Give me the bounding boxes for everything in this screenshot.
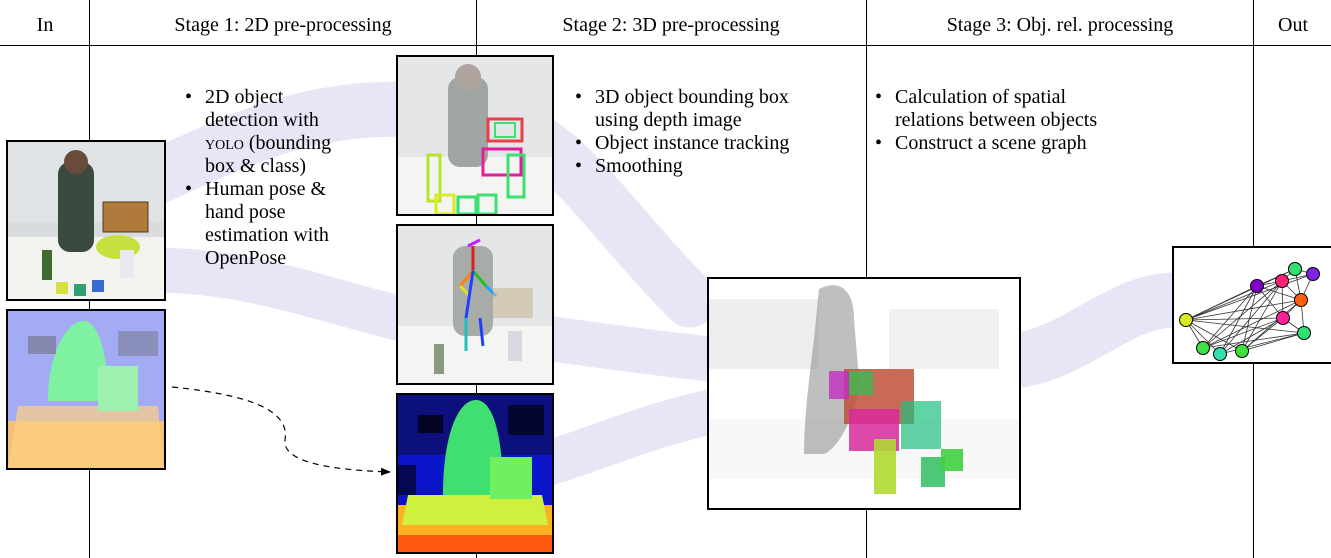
column-header-stage2: Stage 2: 3D pre-processing: [562, 14, 780, 36]
stage2-bullet-list: 3D object bounding box using depth image…: [570, 86, 860, 178]
stage2-bullet-smoothing: Smoothing: [570, 155, 860, 178]
graph-node: [1288, 262, 1302, 276]
detection-image: [396, 55, 554, 216]
stage3-bullet-list: Calculation of spatial relations between…: [870, 86, 1160, 155]
scene-graph-output: [1172, 246, 1331, 364]
graph-node: [1179, 313, 1193, 327]
input-rgb-image: [6, 140, 166, 301]
stage2-bullet-bbox: 3D object bounding box using depth image: [570, 86, 860, 132]
stage3-bullet-scene-graph: Construct a scene graph: [870, 132, 1160, 155]
stage1-bullet-pose: Human pose & hand pose estimation with O…: [180, 178, 380, 270]
depth-image-stage2: [396, 393, 554, 554]
graph-node: [1213, 347, 1227, 361]
column-header-out: Out: [1278, 14, 1308, 36]
graph-node: [1276, 311, 1290, 325]
stage1-bullet-detection: 2D object detection with yolo (bounding …: [180, 86, 380, 178]
graph-node: [1306, 267, 1320, 281]
graph-node: [1297, 326, 1311, 340]
graph-node: [1275, 274, 1289, 288]
point-cloud-3d-boxes: [707, 277, 1021, 510]
graph-node: [1196, 341, 1210, 355]
column-header-stage3: Stage 3: Obj. rel. processing: [946, 14, 1174, 36]
yolo-label: yolo: [205, 132, 244, 154]
graph-node: [1250, 279, 1264, 293]
column-header-stage1: Stage 1: 2D pre-processing: [174, 14, 392, 36]
graph-node: [1235, 344, 1249, 358]
graph-node: [1294, 293, 1308, 307]
pose-image: [396, 224, 554, 385]
header-divider: [0, 45, 1331, 46]
stage1-bullet-list: 2D object detection with yolo (bounding …: [180, 86, 380, 270]
stage2-bullet-tracking: Object instance tracking: [570, 132, 860, 155]
input-depth-image: [6, 309, 166, 470]
column-header-in: In: [36, 14, 54, 36]
stage3-bullet-relations: Calculation of spatial relations between…: [870, 86, 1160, 132]
